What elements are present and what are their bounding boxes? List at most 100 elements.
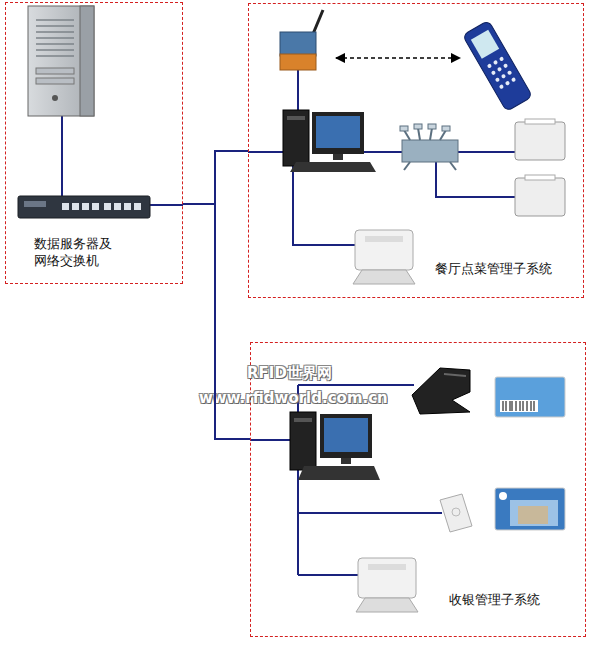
- rfid-card-reader: [440, 494, 472, 532]
- desktop-computer: [316, 116, 360, 148]
- laser-printer: [353, 230, 415, 284]
- server-tower: [28, 6, 94, 116]
- group-label: 数据服务器及网络交换机: [34, 235, 124, 269]
- laser-printer: [355, 230, 413, 270]
- barcode-card: [531, 401, 532, 411]
- barcode-scanner: [412, 368, 470, 414]
- desktop-computer: [294, 418, 312, 422]
- server-tower: [36, 49, 74, 51]
- network-wire: [297, 70, 299, 110]
- handheld-terminal: [487, 63, 492, 68]
- rfid-card-reader: [452, 508, 460, 516]
- handheld-terminal: [505, 80, 510, 85]
- desktop-computer: [341, 458, 351, 464]
- network-switch: [82, 203, 89, 210]
- server-tower: [36, 20, 74, 56]
- server-tower: [36, 31, 74, 33]
- server-tower: [52, 95, 58, 101]
- laser-printer: [358, 558, 416, 598]
- network-switch: [18, 196, 150, 218]
- wireless-ap: [280, 10, 323, 70]
- handheld-terminal: [503, 63, 508, 68]
- receipt-printer: [515, 122, 565, 160]
- desktop-computer: [333, 154, 343, 160]
- handheld-terminal: [511, 77, 516, 82]
- barcode-card: [516, 401, 517, 411]
- barcode-card: [500, 400, 538, 412]
- barcode-scanner: [444, 374, 466, 376]
- laser-printer: [356, 558, 418, 612]
- server-tower: [36, 68, 74, 74]
- server-tower: [36, 78, 74, 84]
- network-wire: [298, 574, 358, 576]
- rfid-card: [510, 500, 558, 526]
- network-wire: [248, 151, 284, 153]
- network-switch: [104, 203, 111, 210]
- barcode-card: [523, 401, 524, 411]
- network-switch: [62, 203, 141, 210]
- laser-printer: [368, 564, 406, 570]
- serial-expansion-card: [428, 124, 436, 129]
- handheld-terminal: [463, 20, 533, 111]
- handheld-terminal: [493, 60, 498, 65]
- handheld-terminal: [487, 56, 517, 89]
- watermark: RFID世界网: [247, 364, 332, 383]
- handheld-terminal: [501, 74, 506, 79]
- receipt-printer: [515, 119, 565, 216]
- handheld-terminal: [499, 84, 504, 89]
- rfid-card-reader: [440, 494, 472, 532]
- serial-expansion-card: [404, 162, 410, 170]
- server-tower: [36, 19, 74, 21]
- handheld-terminal: [491, 70, 496, 75]
- wireless-ap: [313, 10, 323, 34]
- serial-expansion-card: [402, 140, 458, 162]
- barcode-scanner: [412, 368, 470, 414]
- serial-expansion-card: [400, 124, 458, 170]
- network-switch: [114, 203, 121, 210]
- network-switch: [92, 203, 99, 210]
- serial-expansion-card: [414, 124, 422, 129]
- network-switch: [72, 203, 79, 210]
- subsystem-group: 数据服务器及网络交换机: [5, 2, 183, 284]
- receipt-printer: [525, 119, 555, 124]
- rfid-card: [495, 488, 565, 530]
- barcode-card: [512, 401, 513, 411]
- serial-expansion-card: [418, 128, 420, 140]
- network-switch: [62, 203, 69, 210]
- network-link: [183, 151, 248, 204]
- wireless-ap: [280, 32, 316, 56]
- rfid-card: [499, 492, 507, 500]
- barcode-card: [503, 401, 504, 411]
- serial-expansion-card: [430, 128, 432, 140]
- network-wire: [298, 512, 442, 514]
- server-tower: [36, 37, 74, 39]
- barcode-card: [495, 377, 565, 417]
- wireless-link: [336, 57, 460, 59]
- receipt-printer: [525, 175, 555, 180]
- network-wire: [458, 151, 515, 153]
- barcode-card: [527, 401, 528, 411]
- network-wire: [61, 116, 63, 197]
- rfid-card: [495, 488, 565, 530]
- server-tower: [36, 43, 74, 45]
- barcode-card: [534, 401, 535, 411]
- serial-expansion-card: [442, 126, 450, 131]
- subsystem-group: 收银管理子系统: [250, 342, 586, 637]
- watermark: www.rfidworld.com.cn: [199, 389, 388, 407]
- desktop-computer: [298, 466, 380, 480]
- server-tower: [36, 55, 74, 57]
- network-wire: [250, 439, 290, 441]
- desktop-computer: [324, 418, 368, 452]
- group-label: 收银管理子系统: [449, 591, 579, 608]
- wireless-ap: [280, 54, 316, 70]
- barcode-card: [520, 401, 521, 411]
- network-wire: [364, 151, 402, 153]
- serial-expansion-card: [404, 128, 456, 170]
- barcode-card: [495, 377, 565, 417]
- laser-printer: [356, 598, 418, 612]
- handheld-terminal: [463, 20, 533, 111]
- desktop-computer: [290, 412, 316, 470]
- handheld-terminal: [507, 70, 512, 75]
